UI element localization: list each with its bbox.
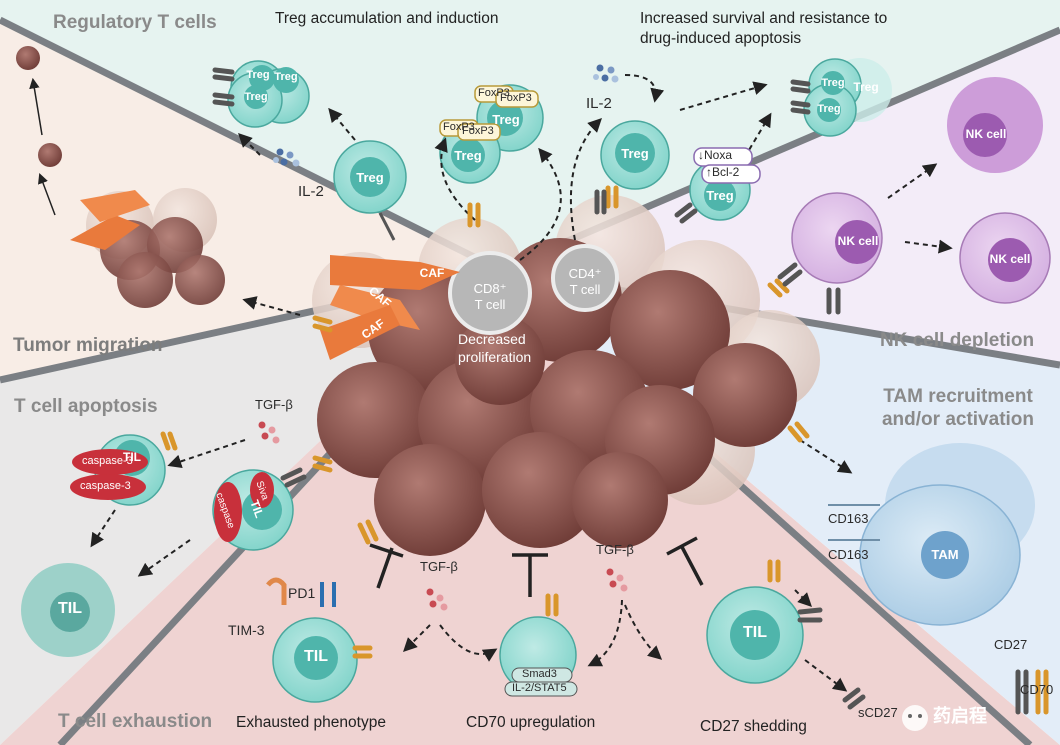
caf-cells: [320, 255, 460, 360]
section-tam-line1: TAM recruitment: [883, 386, 1033, 407]
caption-survival-line1: Increased survival and resistance to: [640, 10, 888, 27]
caption-decreased: Decreased: [458, 331, 526, 347]
label-nk-3: NK cell: [989, 252, 1031, 266]
label-treg-cluster-1: Treg: [246, 69, 270, 81]
label-pd1: PD1: [288, 585, 316, 601]
caption-survival-line2: drug-induced apoptosis: [640, 30, 802, 47]
caption-exhausted-phenotype: Exhausted phenotype: [236, 714, 386, 731]
label-tam: TAM: [931, 547, 959, 562]
label-smad3: Smad3: [522, 668, 557, 680]
label-caf-1: CAF: [419, 266, 445, 280]
label-treg-foxp3-top: Treg: [492, 112, 520, 127]
section-nk-depletion: NK cell depletion: [880, 330, 1035, 351]
section-tam-line2: and/or activation: [881, 409, 1035, 430]
migration-cluster: [16, 46, 225, 308]
label-tim3: TIM-3: [228, 622, 265, 638]
section-regulatory-t-cells: Regulatory T cells: [53, 12, 217, 33]
label-nk-1: NK cell: [965, 127, 1007, 141]
label-tgfb-cd27: TGF-β: [596, 542, 634, 557]
section-t-cell-exhaustion: T cell exhaustion: [58, 711, 213, 732]
pd1-tim3-receptors: [266, 577, 336, 607]
arrows: [90, 74, 953, 692]
label-tgfb-apoptosis: TGF-β: [255, 397, 293, 412]
treg-cell-il2: [333, 140, 407, 241]
label-foxp3-3: FoxP3: [443, 121, 475, 133]
il2-dots-left: [273, 148, 300, 167]
label-foxp3-4: FoxP3: [462, 125, 494, 137]
receptor-pairs: [160, 67, 1049, 715]
label-treg-il2: Treg: [356, 170, 384, 185]
label-cd163-1: CD163: [828, 511, 869, 526]
label-treg-cluster-right-3: Treg: [853, 80, 879, 94]
label-cd4-line2: T cell: [569, 282, 601, 297]
label-treg-cluster-right-1: Treg: [821, 77, 845, 89]
label-il2-left: IL-2: [298, 183, 324, 200]
label-caspase3-1: caspase-3: [82, 455, 133, 467]
label-bcl2: ↑Bcl-2: [706, 165, 740, 179]
tam-cells: [859, 443, 1035, 626]
label-cd8-line1: CD8⁺: [473, 281, 507, 296]
caption-treg-accumulation: Treg accumulation and induction: [275, 10, 499, 27]
label-cd8-line2: T cell: [474, 297, 506, 312]
label-cd4-line1: CD4⁺: [568, 266, 602, 281]
til-apoptosis-cells: [21, 434, 294, 657]
label-treg-right: Treg: [621, 146, 649, 161]
tgfb-dots: [258, 421, 628, 611]
migration-arrow: [38, 173, 56, 216]
label-foxp3-2: FoxP3: [500, 92, 532, 104]
migration-arrow-2: [29, 77, 43, 136]
label-scd27: sCD27: [858, 705, 898, 720]
cd8-t-cell: [448, 251, 532, 335]
watermark-icon: [902, 705, 928, 731]
label-cd27-legend: CD27: [994, 637, 1028, 652]
cd4-t-cell: [551, 244, 619, 312]
label-treg-foxp3-low: Treg: [454, 148, 482, 163]
inhibition-bars: [369, 536, 704, 597]
label-til-exhausted: TIL: [304, 648, 328, 665]
label-tgfb-exhaustion: TGF-β: [420, 559, 458, 574]
til-exhaustion-cells: [272, 586, 804, 703]
caption-cd70-upregulation: CD70 upregulation: [466, 714, 596, 731]
label-cd70-legend: CD70: [1020, 682, 1054, 697]
noxa-bcl2-boxes: [693, 147, 761, 184]
foxp3-boxes: [439, 85, 539, 141]
label-foxp3-1: FoxP3: [478, 87, 510, 99]
label-til-dying: TIL: [58, 600, 82, 617]
label-il2-stat5: IL-2/STAT5: [512, 682, 567, 694]
watermark-text: 药启程: [933, 706, 987, 726]
treg-cluster-right: [803, 58, 892, 137]
caption-proliferation: proliferation: [458, 349, 532, 365]
label-treg-bcl2: Treg: [706, 188, 734, 203]
label-nk-2: NK cell: [837, 234, 879, 248]
il2-dots-right: [593, 64, 619, 83]
treg-cluster-left: [227, 60, 310, 128]
section-tumor-migration: Tumor migration: [13, 335, 163, 356]
caption-cd27-shedding: CD27 shedding: [700, 718, 807, 735]
label-il2-right: IL-2: [586, 95, 612, 112]
label-treg-cluster-right-2: Treg: [817, 103, 841, 115]
section-t-cell-apoptosis: T cell apoptosis: [14, 396, 158, 417]
nk-cells: [791, 77, 1051, 304]
label-noxa: ↓Noxa: [698, 148, 733, 162]
label-til-cd27: TIL: [743, 624, 767, 641]
label-caspase3-2: caspase-3: [80, 480, 131, 492]
label-til-caspase3-cell: TIL: [123, 450, 141, 464]
label-cd163-2: CD163: [828, 547, 869, 562]
label-treg-cluster-2: Treg: [274, 71, 298, 83]
cd163-receptors: [828, 504, 880, 541]
label-treg-cluster-3: Treg: [244, 91, 268, 103]
treg-cell-right: [600, 120, 751, 221]
